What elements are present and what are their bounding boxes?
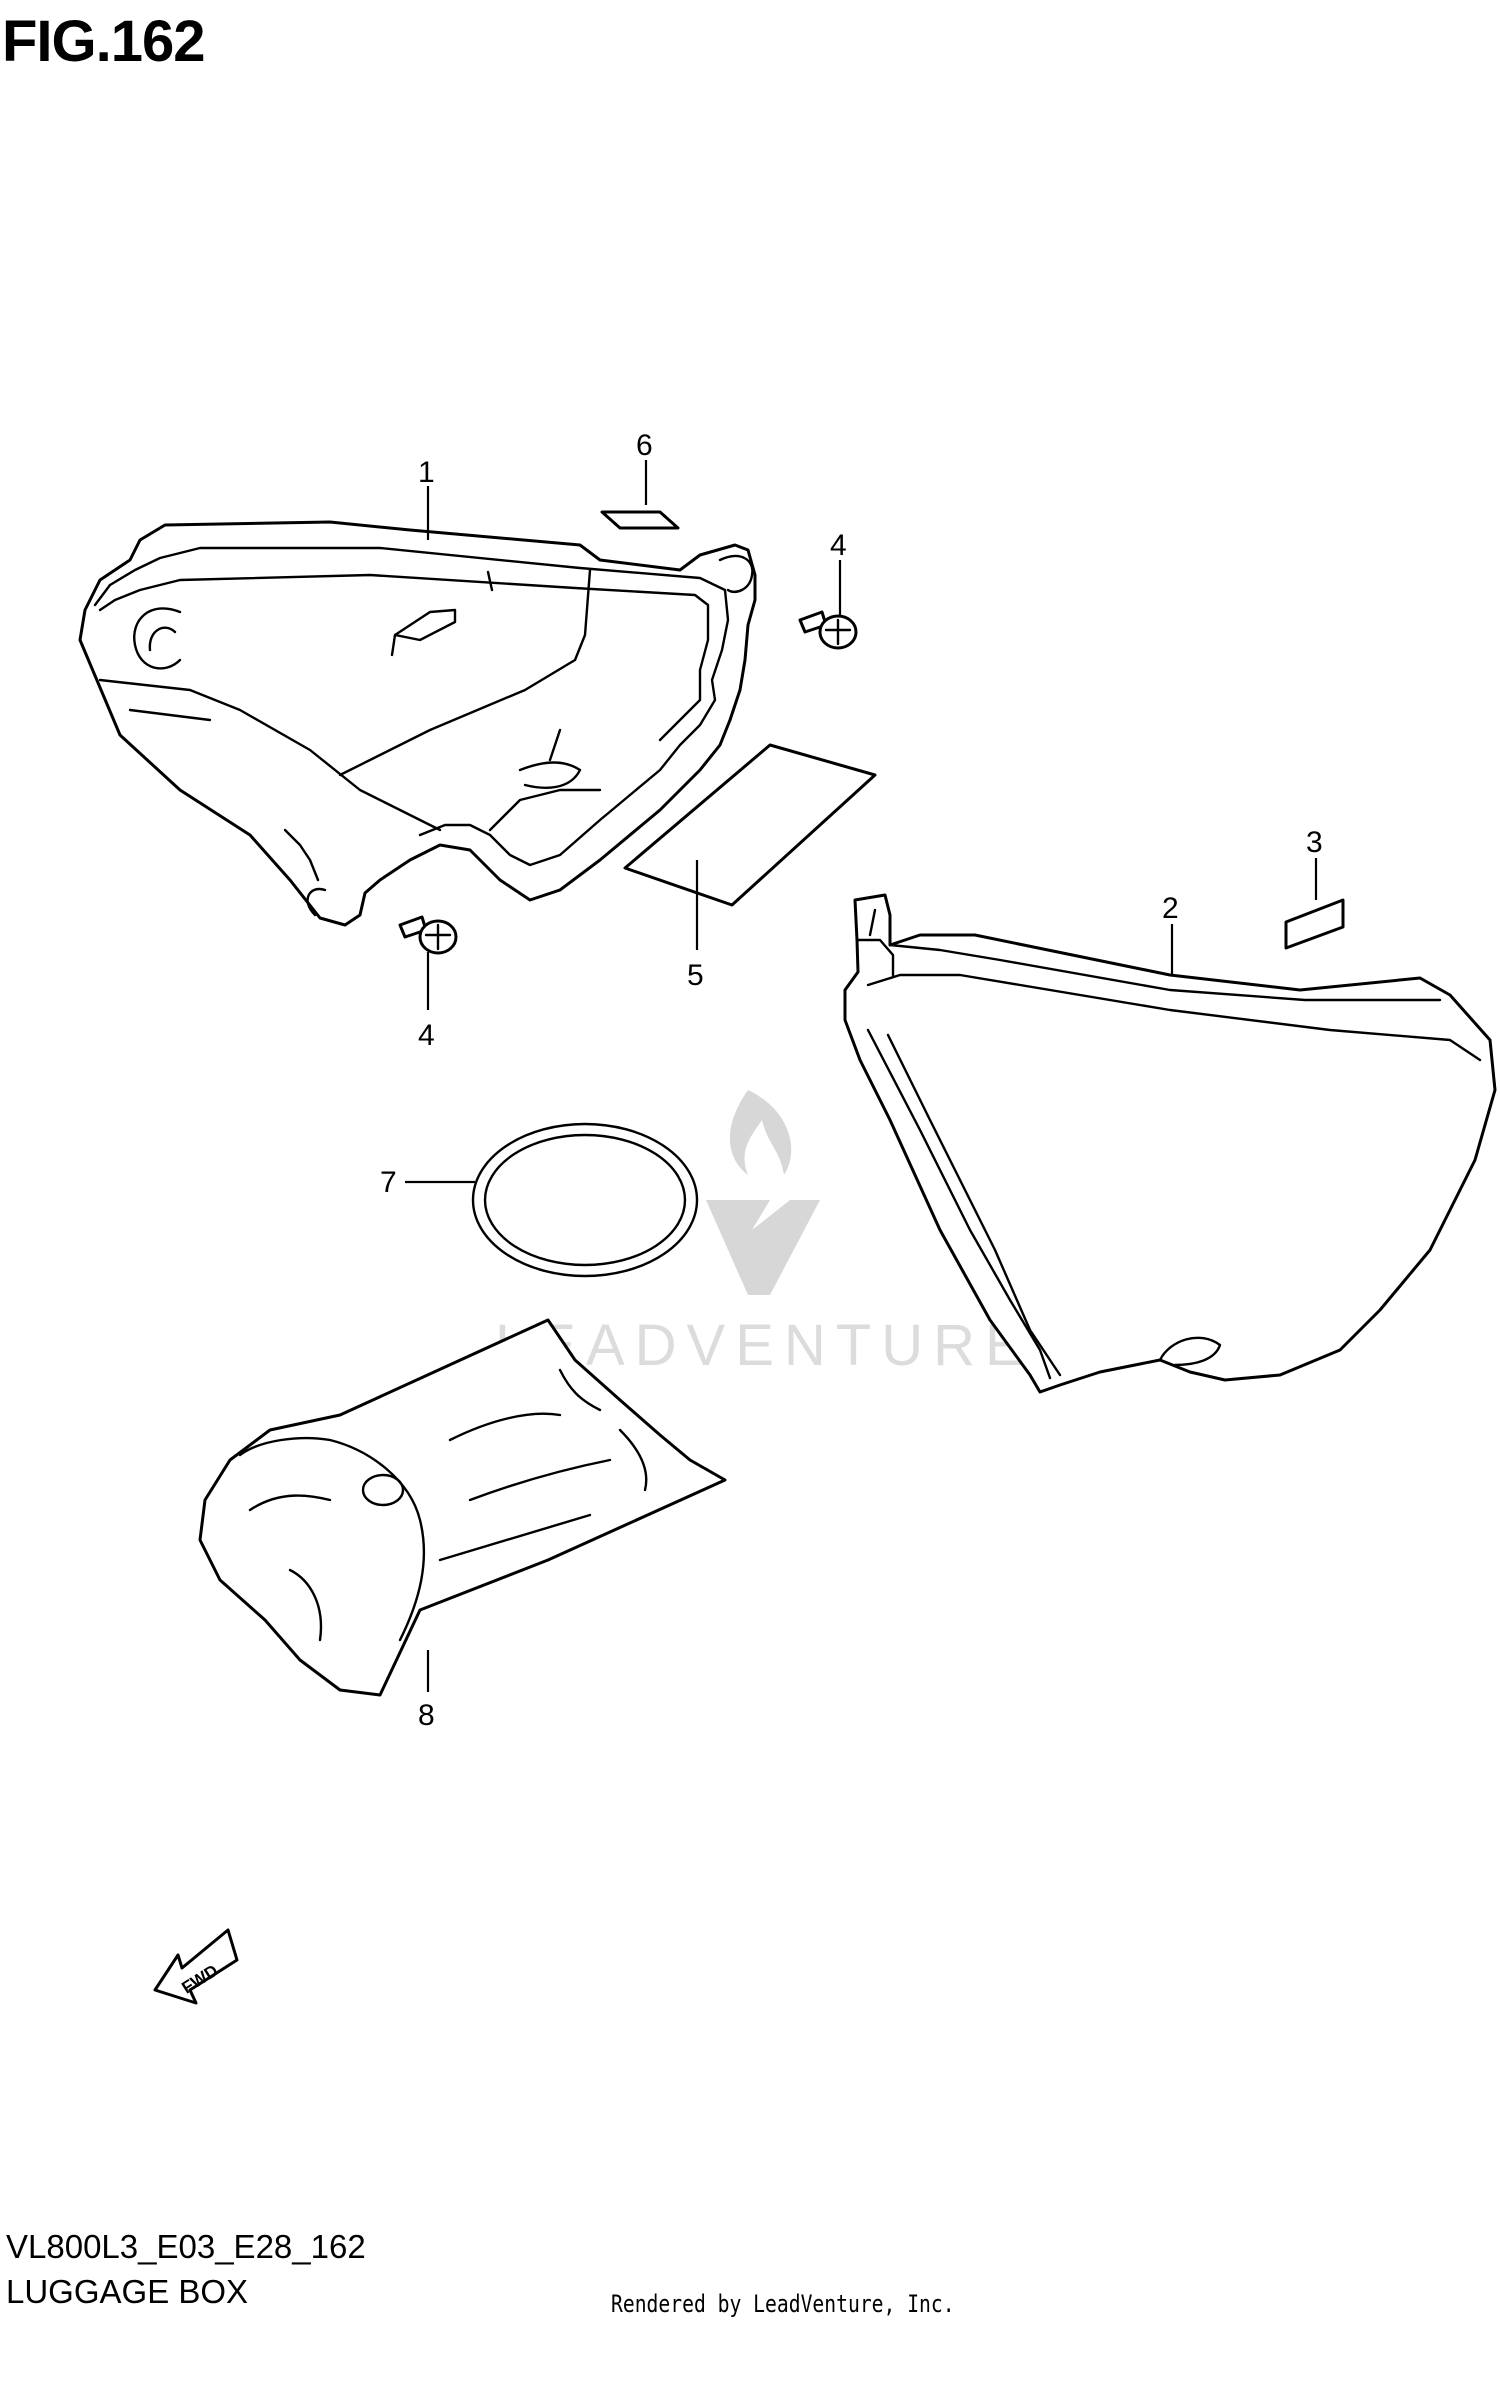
callout-7: 7 <box>380 1166 397 1199</box>
callout-8: 8 <box>418 1699 435 1732</box>
part-4-screw-lower[interactable] <box>398 915 458 955</box>
fwd-arrow-icon: FWD <box>153 1928 239 2005</box>
part-4-screw-upper[interactable] <box>798 610 858 650</box>
callout-1: 1 <box>418 456 435 489</box>
rendered-by-credit: Rendered by LeadVenture, Inc. <box>611 2290 955 2318</box>
section-name: LUGGAGE BOX <box>6 2273 249 2310</box>
part-3-label[interactable] <box>1284 898 1345 950</box>
part-1-luggage-box[interactable] <box>78 520 757 927</box>
part-8-bag[interactable] <box>198 1318 727 1697</box>
callout-3: 3 <box>1306 826 1323 859</box>
part-6-label[interactable] <box>600 510 680 530</box>
callout-5: 5 <box>687 959 704 992</box>
callout-4-lower: 4 <box>418 1019 435 1052</box>
part-2-side-cover[interactable] <box>843 893 1497 1394</box>
model-code: VL800L3_E03_E28_162 <box>6 2228 366 2265</box>
figure-title: FIG.162 <box>2 9 206 74</box>
callout-labels: 1 2 3 4 4 5 6 7 8 <box>380 429 1323 1732</box>
callout-2: 2 <box>1162 892 1179 925</box>
callout-6: 6 <box>636 429 653 462</box>
part-7-ring[interactable] <box>471 1122 699 1278</box>
leader-lines <box>405 460 1318 1692</box>
callout-4-upper: 4 <box>830 529 847 562</box>
